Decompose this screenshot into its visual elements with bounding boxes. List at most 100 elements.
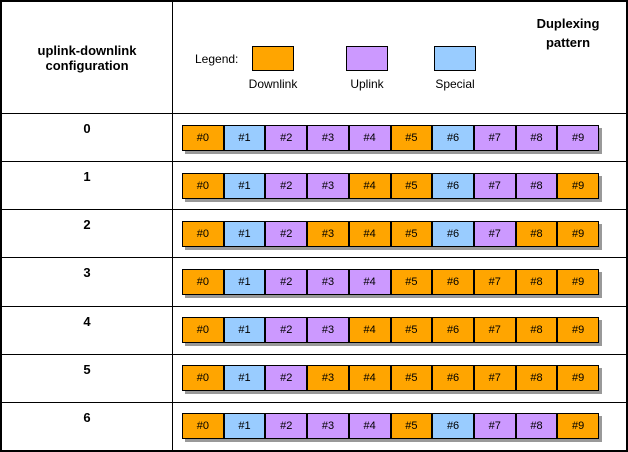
subframe-cell: #5 (390, 220, 433, 247)
table-row: 3 #0#1#2#3#4#5#6#7#8#9 (2, 257, 626, 306)
subframe-cell: #5 (390, 268, 433, 295)
subframe-cell: #1 (223, 268, 266, 295)
table-row: 6 #0#1#2#3#4#5#6#7#8#9 (2, 401, 626, 450)
subframe-cell: #7 (473, 413, 516, 440)
duplexing-strip: #0#1#2#3#4#5#6#7#8#9 (182, 365, 600, 392)
subframe-cell: #2 (265, 268, 308, 295)
uplink-swatch (346, 46, 388, 71)
subframe-cell: #3 (307, 317, 349, 344)
subframe-cell: #2 (265, 413, 308, 440)
duplexing-strip: #0#1#2#3#4#5#6#7#8#9 (182, 268, 600, 295)
subframe-cell: #8 (515, 172, 558, 199)
subframe-cell: #6 (432, 124, 474, 151)
downlink-label: Downlink (248, 77, 298, 91)
subframe-cell: #7 (473, 365, 516, 392)
subframe-cell: #1 (223, 365, 266, 392)
subframe-cell: #7 (473, 124, 516, 151)
subframe-cell: #4 (348, 365, 391, 392)
subframe-cell: #5 (390, 124, 433, 151)
table-row: 2 #0#1#2#3#4#5#6#7#8#9 (2, 209, 626, 258)
subframe-cell: #4 (348, 172, 391, 199)
pattern-cell: #0#1#2#3#4#5#6#7#8#9 (173, 258, 626, 305)
config-cell: 2 (2, 210, 173, 258)
subframe-cell: #3 (307, 413, 349, 440)
subframe-cell: #2 (265, 172, 308, 199)
duplexing-strip: #0#1#2#3#4#5#6#7#8#9 (182, 413, 600, 440)
subframe-cell: #4 (348, 220, 391, 247)
pattern-cell: #0#1#2#3#4#5#6#7#8#9 (173, 162, 626, 209)
uplink-label: Uplink (350, 77, 384, 91)
subframe-cell: #2 (265, 317, 308, 344)
duplexing-strip: #0#1#2#3#4#5#6#7#8#9 (182, 172, 600, 199)
subframe-cell: #6 (432, 413, 474, 440)
subframe-cell: #8 (515, 317, 558, 344)
subframe-cell: #0 (182, 268, 224, 295)
subframe-cell: #3 (307, 124, 349, 151)
pattern-cell: #0#1#2#3#4#5#6#7#8#9 (173, 210, 626, 257)
subframe-cell: #9 (557, 172, 600, 199)
config-cell: 0 (2, 114, 173, 162)
subframe-cell: #1 (223, 172, 266, 199)
special-swatch (434, 46, 476, 71)
legend-label: Legend: (195, 52, 239, 66)
subframe-cell: #1 (223, 124, 266, 151)
subframe-cell: #9 (557, 220, 600, 247)
config-cell: 5 (2, 354, 173, 402)
subframe-cell: #1 (223, 317, 266, 344)
subframe-cell: #2 (265, 220, 308, 247)
subframe-cell: #3 (307, 172, 349, 199)
pattern-column-title: Duplexing pattern (536, 16, 600, 50)
config-number: 4 (83, 313, 91, 329)
subframe-cell: #8 (515, 365, 558, 392)
subframe-cell: #6 (432, 220, 474, 247)
table-row: 4 #0#1#2#3#4#5#6#7#8#9 (2, 305, 626, 354)
subframe-cell: #1 (223, 220, 266, 247)
pattern-cell: #0#1#2#3#4#5#6#7#8#9 (173, 355, 626, 402)
subframe-cell: #8 (515, 220, 558, 247)
subframe-cell: #2 (265, 124, 308, 151)
subframe-cell: #4 (348, 268, 391, 295)
subframe-cell: #8 (515, 268, 558, 295)
downlink-swatch (252, 46, 294, 71)
duplexing-strip: #0#1#2#3#4#5#6#7#8#9 (182, 317, 600, 344)
table-row: 1 #0#1#2#3#4#5#6#7#8#9 (2, 161, 626, 210)
subframe-cell: #6 (432, 172, 474, 199)
subframe-cell: #5 (390, 317, 433, 344)
subframe-cell: #9 (557, 124, 600, 151)
subframe-cell: #5 (390, 172, 433, 199)
subframe-cell: #2 (265, 365, 308, 392)
header-config-column: uplink-downlink configuration (2, 2, 173, 113)
legend-item-downlink: Downlink (241, 46, 305, 91)
legend-item-special: Special (423, 46, 487, 91)
subframe-cell: #0 (182, 124, 224, 151)
table-row: 0 #0#1#2#3#4#5#6#7#8#9 (2, 113, 626, 162)
config-number: 2 (83, 217, 91, 233)
subframe-cell: #6 (432, 268, 474, 295)
config-number: 6 (83, 409, 91, 425)
subframe-cell: #5 (390, 413, 433, 440)
config-number: 3 (83, 265, 91, 281)
pattern-cell: #0#1#2#3#4#5#6#7#8#9 (173, 114, 626, 161)
subframe-cell: #0 (182, 220, 224, 247)
config-number: 1 (83, 169, 91, 185)
special-label: Special (435, 77, 475, 91)
duplexing-strip: #0#1#2#3#4#5#6#7#8#9 (182, 220, 600, 247)
config-cell: 1 (2, 162, 173, 210)
subframe-cell: #3 (307, 220, 349, 247)
subframe-cell: #9 (557, 365, 600, 392)
duplexing-strip: #0#1#2#3#4#5#6#7#8#9 (182, 124, 600, 151)
subframe-cell: #3 (307, 268, 349, 295)
subframe-cell: #0 (182, 365, 224, 392)
subframe-cell: #3 (307, 365, 349, 392)
subframe-cell: #4 (348, 124, 391, 151)
subframe-cell: #8 (515, 413, 558, 440)
subframe-cell: #4 (348, 317, 391, 344)
config-cell: 6 (2, 402, 173, 450)
header-pattern-column: Duplexing pattern Legend: Downlink Uplin… (173, 2, 626, 113)
config-column-title: uplink-downlink configuration (37, 42, 137, 73)
config-cell: 4 (2, 306, 173, 354)
table-row: 5 #0#1#2#3#4#5#6#7#8#9 (2, 353, 626, 402)
subframe-cell: #0 (182, 317, 224, 344)
